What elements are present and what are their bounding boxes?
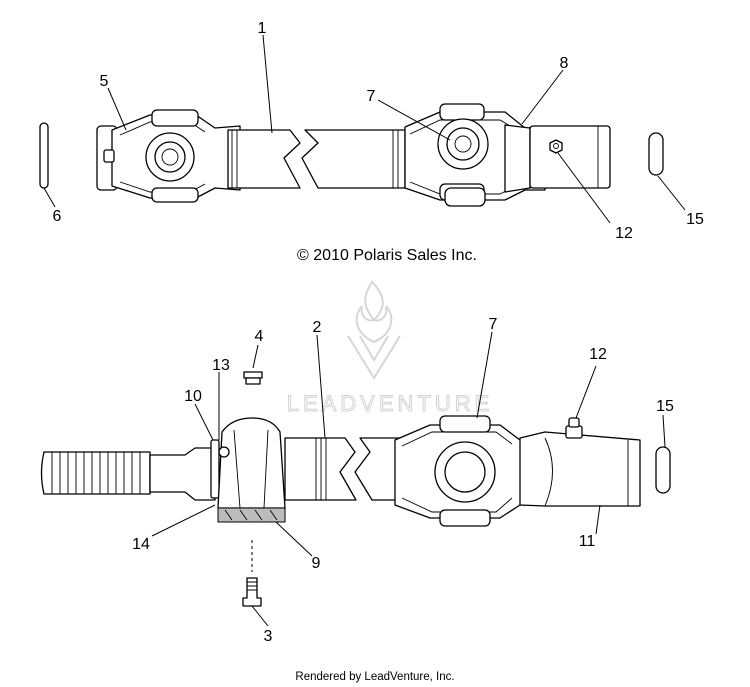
copyright-notice: © 2010 Polaris Sales Inc. [297,247,477,264]
callout-14: 14 [132,536,150,553]
callout-6: 6 [53,208,62,225]
zerk-13 [218,446,230,458]
callout-7-bottom: 7 [489,316,498,333]
callout-13: 13 [212,357,230,374]
slip-yoke-11 [519,431,641,507]
ring-clip-15 [648,132,664,176]
callout-2: 2 [313,319,322,336]
callout-8: 8 [560,55,569,72]
callout-1: 1 [258,20,267,37]
shaft-tube-1 [227,129,301,189]
grease-fitting-12 [549,139,563,154]
flange-nut-4 [243,371,263,379]
yoke-end-right [529,125,611,189]
leader-lines [43,34,686,627]
footer-credit: Rendered by LeadVenture, Inc. [295,671,454,683]
callout-5: 5 [100,73,109,90]
callout-11: 11 [579,533,596,550]
watermark-brand: LEADVENTURE [287,391,494,416]
carrier-bearing-9 [217,417,286,509]
callout-labels: 1 5 6 7 8 12 15 4 2 7 12 13 10 15 14 9 1… [53,20,704,645]
ring-clip-15-lower [655,446,671,494]
snap-ring-10 [210,439,220,499]
ring-clip-6 [39,122,49,189]
callout-15-bottom: 15 [656,398,674,415]
flame-logo-icon [355,280,393,344]
grease-fitting-12-lower [565,425,583,439]
callout-7-top: 7 [367,88,376,105]
callout-10: 10 [184,388,202,405]
callout-3: 3 [264,628,273,645]
flange-bolt-3 [242,577,262,607]
leadventure-watermark: LEADVENTURE [286,280,494,417]
callout-15-top: 15 [686,211,704,228]
callout-9: 9 [312,555,321,572]
shaft-tube-2 [284,437,357,501]
yoke-8 [504,124,531,193]
top-driveshaft-assembly [39,103,664,207]
bottom-driveshaft-assembly [40,371,671,607]
callout-12-top: 12 [615,225,633,242]
callout-4: 4 [255,328,264,345]
callout-12-bottom: 12 [589,346,607,363]
splined-stub-shaft [40,451,151,495]
